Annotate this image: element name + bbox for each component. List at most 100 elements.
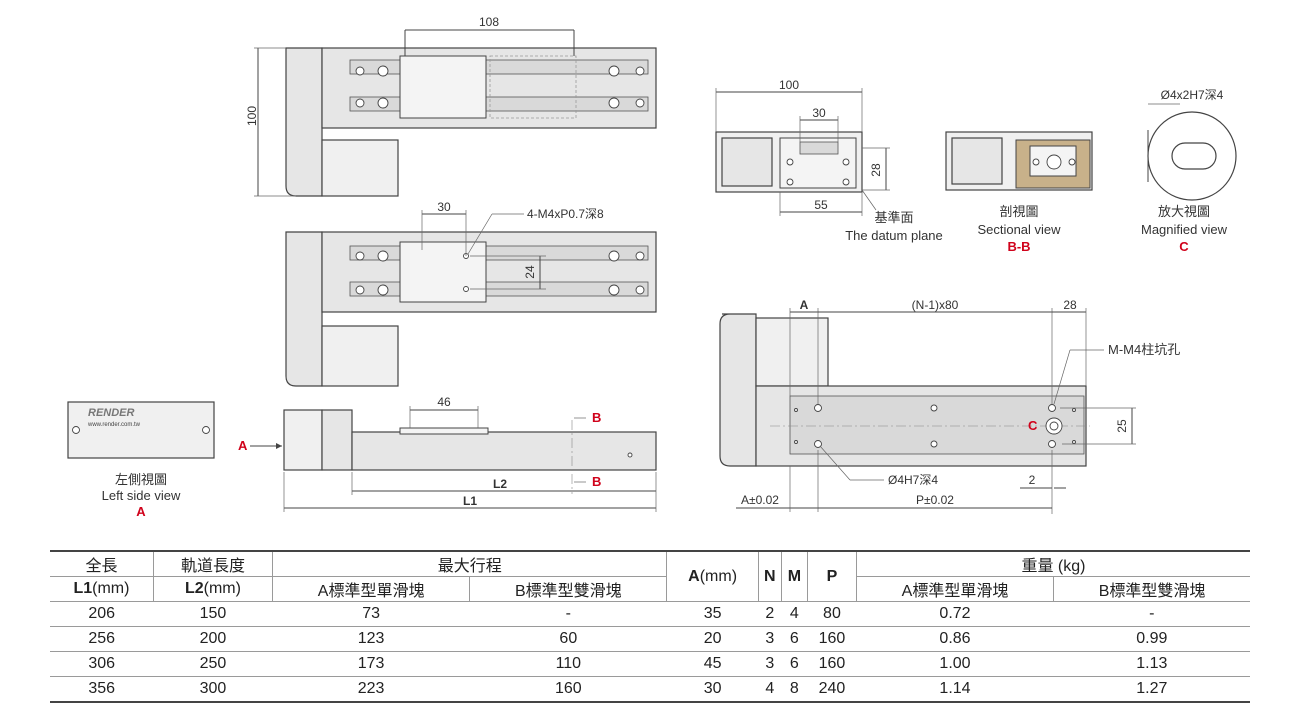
caption-left-zh: 左側視圖 <box>115 472 167 487</box>
table-cell: 3 <box>758 651 782 677</box>
table-cell: 123 <box>272 626 470 652</box>
table-cell: 356 <box>50 676 154 703</box>
caption-section-zh: 剖視圖 <box>999 204 1038 219</box>
header-l2: L2(mm) <box>153 576 274 602</box>
bottom-view: A (N-1)x80 28 M-M4柱坑孔 C 25 Ø4H7深4 2 A±0.… <box>719 298 1180 514</box>
table-cell: - <box>1053 601 1250 627</box>
dim-side-stroke: 46 <box>437 395 451 409</box>
marker-c-bottom: C <box>1028 418 1038 433</box>
technical-drawing: 108 100 30 4-M4xP0.7深8 24 <box>67 15 1237 519</box>
header-l1-key: L1 <box>73 580 93 597</box>
table-cell: 1.14 <box>856 676 1054 703</box>
header-weight: 重量 (kg) <box>856 550 1250 577</box>
table-cell: 6 <box>781 626 808 652</box>
caption-magnified-tag: C <box>1179 239 1189 254</box>
caption-magnified-zh: 放大視圖 <box>1158 204 1210 219</box>
top-view-1: 108 100 <box>245 15 657 197</box>
dim-l1: L1 <box>463 494 477 508</box>
caption-datum-zh: 基準面 <box>874 210 913 225</box>
sectional-view: 剖視圖 Sectional view B-B <box>945 131 1093 254</box>
table-cell: 160 <box>807 626 857 652</box>
caption-datum-en: The datum plane <box>845 228 943 243</box>
dim-bottom-apm: A±0.02 <box>741 493 779 507</box>
header-weight-b: B標準型雙滑塊 <box>1053 576 1250 602</box>
side-view: 46 B B A L2 L1 <box>238 395 657 512</box>
table-cell: 223 <box>272 676 470 703</box>
caption-left-en: Left side view <box>102 488 181 503</box>
header-stroke: 最大行程 <box>272 550 668 577</box>
dim-bottom-25: 25 <box>1115 419 1129 433</box>
marker-b-top: B <box>592 410 601 425</box>
table-cell: 4 <box>781 601 808 627</box>
brand-logo: RENDER <box>88 407 135 419</box>
header-n: N <box>758 550 782 602</box>
header-a-key: A <box>688 567 700 585</box>
header-l2-key: L2 <box>184 580 204 597</box>
magnified-view: Ø4x2H7深4 放大視圖 Magnified view C <box>1141 88 1237 254</box>
header-a-unit: (mm) <box>699 567 738 585</box>
table-cell: 300 <box>153 676 273 703</box>
table-cell: 35 <box>666 601 759 627</box>
spec-table: 全長 軌道長度 最大行程 A(mm) N M P 重量 (kg) L1(mm) … <box>50 550 1250 703</box>
dim-bottom-hole: Ø4H7深4 <box>888 473 938 487</box>
table-cell: 0.99 <box>1053 626 1250 652</box>
table-cell: 256 <box>50 626 154 652</box>
table-cell: 1.27 <box>1053 676 1250 703</box>
table-cell: 60 <box>469 626 667 652</box>
table-cell: 1.00 <box>856 651 1054 677</box>
dim-mid-spacing: 24 <box>523 265 537 279</box>
table-cell: 160 <box>807 651 857 677</box>
table-cell: 250 <box>153 651 273 677</box>
dim-l2: L2 <box>493 477 507 491</box>
table-cell: 200 <box>153 626 273 652</box>
dim-bottom-ppm: P±0.02 <box>916 493 954 507</box>
dim-top-length: 108 <box>479 15 499 29</box>
header-l1: L1(mm) <box>50 576 154 602</box>
marker-b-bottom: B <box>592 474 601 489</box>
header-m: M <box>781 550 809 602</box>
dim-end-slot: 30 <box>812 106 826 120</box>
table-cell: 2 <box>758 601 782 627</box>
dim-mid-slot: 30 <box>437 200 451 214</box>
table-cell: 30 <box>666 676 759 703</box>
caption-section-en: Sectional view <box>977 222 1061 237</box>
table-cell: 3 <box>758 626 782 652</box>
table-cell: - <box>469 601 667 627</box>
end-view: 100 30 28 55 基準面 The datum plane <box>715 78 943 243</box>
dim-end-height: 28 <box>869 163 883 177</box>
header-l1-zh: 全長 <box>50 550 154 577</box>
marker-a-side: A <box>238 438 248 453</box>
left-side-view: RENDER www.render.com.tw 左側視圖 Left side … <box>67 401 215 519</box>
table-cell: 0.72 <box>856 601 1054 627</box>
caption-section-tag: B-B <box>1007 239 1030 254</box>
table-cell: 4 <box>758 676 782 703</box>
table-cell: 240 <box>807 676 857 703</box>
caption-magnified-en: Magnified view <box>1141 222 1228 237</box>
table-cell: 8 <box>781 676 808 703</box>
header-a: A(mm) <box>666 550 759 602</box>
table-cell: 150 <box>153 601 273 627</box>
spec-header-row-1: 全長 軌道長度 最大行程 A(mm) N M P 重量 (kg) <box>50 550 1250 602</box>
table-cell: 206 <box>50 601 154 627</box>
top-view-2: 30 4-M4xP0.7深8 24 <box>285 200 657 387</box>
table-cell: 0.86 <box>856 626 1054 652</box>
header-l2-unit: (mm) <box>203 580 241 597</box>
dim-top-height: 100 <box>245 106 259 126</box>
brand-url: www.render.com.tw <box>87 422 141 428</box>
header-p: P <box>807 550 857 602</box>
table-cell: 1.13 <box>1053 651 1250 677</box>
dim-end-offset: 55 <box>814 198 828 212</box>
dim-bottom-m: M-M4柱坑孔 <box>1108 342 1180 357</box>
caption-left-tag: A <box>136 504 146 519</box>
table-cell: 80 <box>807 601 857 627</box>
dim-end-width: 100 <box>779 78 799 92</box>
table-cell: 20 <box>666 626 759 652</box>
table-cell: 73 <box>272 601 470 627</box>
header-stroke-a: A標準型單滑塊 <box>272 576 471 602</box>
header-l1-unit: (mm) <box>92 580 130 597</box>
table-cell: 45 <box>666 651 759 677</box>
